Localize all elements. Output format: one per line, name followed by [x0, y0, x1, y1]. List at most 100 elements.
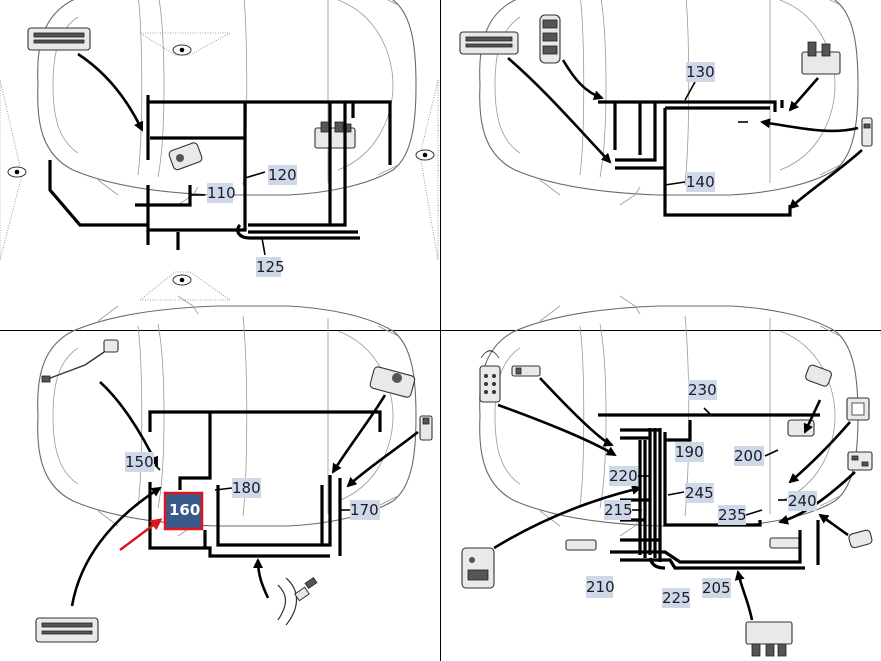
- label-125-text: 125: [256, 258, 285, 276]
- label-180: 180: [232, 478, 261, 498]
- label-125: 125: [256, 257, 285, 277]
- relay-box-icon: [745, 621, 793, 657]
- camera-module-icon: [168, 142, 203, 171]
- leader-140: [664, 181, 686, 186]
- label-235: 235: [718, 505, 747, 525]
- leader-130: [684, 81, 696, 101]
- antenna-rod-icon: [419, 415, 433, 441]
- arrow-siren-module: [493, 485, 642, 550]
- remote-key-icon: [479, 350, 501, 403]
- arrow-camera-module: [331, 394, 387, 474]
- arrow-gps: [253, 558, 270, 599]
- leader-235: [745, 509, 763, 516]
- label-190-text: 190: [675, 443, 704, 461]
- arrow-control-unit: [507, 57, 612, 164]
- control-unit-icon: [27, 27, 91, 51]
- harness-top-right: [598, 100, 792, 217]
- label-110-text: 110: [207, 184, 236, 202]
- harness-top-left: [48, 95, 392, 250]
- label-210: 210: [586, 576, 615, 598]
- control-unit-icon: [35, 617, 99, 643]
- arrow-horn: [818, 513, 849, 537]
- fuse-box-icon: [801, 41, 841, 75]
- label-180-text: 180: [232, 479, 261, 497]
- leader-150: [154, 464, 161, 471]
- label-215: 215: [604, 500, 633, 520]
- connector-module-icon: [539, 14, 561, 64]
- label-130: 130: [686, 62, 715, 82]
- radar-cone-left: [0, 79, 27, 261]
- label-200: 200: [734, 446, 764, 466]
- arrow-sensor-lower: [788, 149, 863, 210]
- arrow-control-unit: [70, 486, 162, 607]
- arrow-remote-key: [497, 403, 617, 457]
- radar-cone-rear: [138, 271, 232, 301]
- arrow-switch-panel: [788, 421, 851, 484]
- radar-cone-right: [415, 79, 439, 261]
- label-240: 240: [788, 491, 817, 511]
- arrow-antenna-rod: [346, 430, 419, 488]
- arrow-circuit-board: [778, 471, 856, 525]
- camera-module-icon: [805, 364, 832, 387]
- label-225: 225: [662, 588, 691, 608]
- arrow-connector: [561, 59, 604, 101]
- horn-icon: [848, 529, 873, 549]
- label-110: 110: [207, 183, 236, 203]
- label-245: 245: [685, 483, 714, 503]
- label-170-text: 170: [350, 501, 379, 519]
- label-190: 190: [675, 442, 704, 462]
- arrow-sensor-bar: [539, 377, 614, 447]
- camera-module-icon: [369, 366, 416, 398]
- leader-120: [244, 171, 266, 179]
- sensor-bar-icon: [511, 365, 541, 377]
- label-130-text: 130: [686, 63, 715, 81]
- label-220-text: 220: [609, 467, 638, 485]
- label-120: 120: [268, 165, 297, 185]
- label-240-text: 240: [788, 492, 817, 510]
- panel-top-right: 130 140: [459, 0, 873, 217]
- gps-satellite-icon: [277, 576, 318, 626]
- harness-bottom-left: [148, 410, 382, 558]
- arrow-relay-box: [734, 570, 754, 621]
- label-140: 140: [686, 172, 715, 192]
- antenna-cable-icon: [41, 339, 119, 383]
- label-230: 230: [688, 380, 717, 400]
- leader-230: [703, 407, 713, 417]
- circuit-board-icon: [847, 451, 873, 471]
- module-icon-small-b: [769, 537, 801, 549]
- label-235-text: 235: [718, 506, 747, 524]
- label-220: 220: [609, 466, 638, 486]
- highlight-arrow: [119, 518, 163, 551]
- arrow-camera-module: [803, 399, 822, 434]
- label-205: 205: [702, 578, 731, 598]
- siren-module-icon: [461, 547, 495, 589]
- control-unit-icon: [459, 31, 519, 55]
- radar-cone-front: [138, 32, 231, 56]
- label-200-text: 200: [734, 447, 763, 465]
- label-150-text: 150: [125, 453, 154, 471]
- harness-bottom-right: [598, 413, 820, 570]
- fuse-box-icon: [314, 121, 356, 149]
- label-245-text: 245: [685, 484, 714, 502]
- leader-200: [764, 449, 779, 457]
- module-icon-small-c: [565, 539, 597, 551]
- label-150: 150: [125, 452, 154, 472]
- label-225-text: 225: [662, 589, 691, 607]
- label-120-text: 120: [268, 166, 297, 184]
- panel-bottom-left: 150 160 170 180: [35, 295, 433, 643]
- arrow-fuse-box: [788, 77, 819, 112]
- label-210-text: 210: [586, 578, 615, 596]
- label-205-text: 205: [702, 579, 731, 597]
- label-140-text: 140: [686, 173, 715, 191]
- label-215-text: 215: [604, 501, 633, 519]
- label-230-text: 230: [688, 381, 717, 399]
- label-170: 170: [350, 500, 380, 520]
- arrow-control-unit: [77, 52, 144, 132]
- panel-top-left: 110 120 125: [0, 0, 439, 301]
- label-160-text: 160: [169, 501, 200, 519]
- sensor-plug-icon: [861, 117, 873, 147]
- leader-125: [261, 237, 266, 256]
- leader-180: [214, 487, 233, 491]
